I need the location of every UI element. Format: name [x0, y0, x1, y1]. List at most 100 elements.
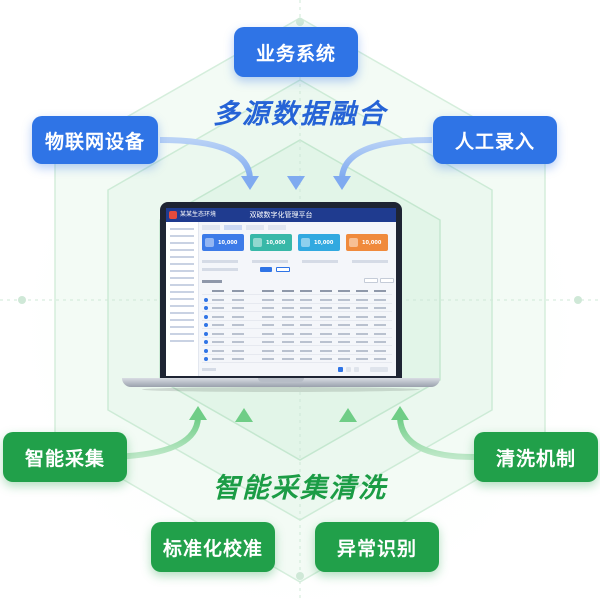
table-header-cell	[374, 290, 386, 292]
table-header-cell	[282, 290, 294, 292]
table-row	[202, 328, 392, 329]
sidebar-item	[170, 277, 194, 279]
table-cell	[262, 332, 274, 335]
table-row	[202, 294, 392, 295]
table-cell	[212, 349, 224, 352]
app-tab	[268, 225, 286, 230]
sidebar-item	[170, 249, 194, 251]
table-header-cell	[300, 290, 312, 292]
table-cell	[320, 358, 332, 360]
table-cell	[232, 349, 244, 352]
table-cell	[356, 324, 368, 326]
stat-card-icon	[205, 238, 214, 247]
table-cell	[320, 307, 332, 309]
table-cell	[320, 324, 332, 326]
table-row	[202, 345, 392, 346]
table-cell	[356, 332, 368, 335]
table-cell	[374, 341, 386, 343]
table-action-button	[380, 278, 394, 283]
reset-button	[276, 267, 290, 272]
app-topbar: 某某生态环境 双碳数字化管理平台	[166, 208, 396, 222]
stat-card-value: 10,000	[218, 240, 238, 246]
arrow-head-iot-device	[241, 176, 259, 190]
table-cell	[282, 341, 294, 343]
sidebar-item	[170, 263, 194, 265]
arrow-head-anomaly-detection	[339, 408, 357, 422]
manual-entry-box: 人工录入	[433, 116, 557, 164]
table-cell	[338, 332, 350, 335]
table-cell	[262, 315, 274, 318]
table-cell	[282, 332, 294, 335]
arrow-head-smart-collection	[189, 406, 207, 420]
row-status-icon	[204, 331, 208, 336]
table-cell	[212, 332, 224, 335]
app-tab	[202, 225, 220, 230]
filter-field	[202, 260, 238, 263]
table-cell	[212, 358, 224, 360]
sidebar-item	[170, 312, 194, 314]
arrow-from-iot-device	[159, 137, 253, 179]
sidebar-item	[170, 235, 194, 237]
table-row	[202, 302, 392, 304]
table-cell	[338, 298, 350, 301]
table-cell	[356, 349, 368, 352]
table-row	[202, 311, 392, 312]
table-cell	[282, 358, 294, 360]
stat-card-value: 10,000	[362, 240, 382, 246]
table-row	[202, 362, 392, 363]
table-cell	[356, 307, 368, 309]
standardization-box: 标准化校准	[151, 522, 275, 572]
table-cell	[338, 358, 350, 360]
table-cell	[374, 332, 386, 335]
app-sidebar	[166, 222, 199, 376]
table-cell	[356, 341, 368, 343]
table-action-button	[364, 278, 378, 283]
top-headline: 多源数据融合	[213, 99, 387, 130]
iot-device-box: 物联网设备	[32, 116, 158, 164]
table-cell	[232, 298, 244, 301]
app-tab	[246, 225, 264, 230]
sidebar-item	[170, 333, 194, 335]
filter-field	[352, 260, 388, 263]
table-cell	[338, 307, 350, 309]
table-header-cell	[338, 290, 350, 292]
table-header-cell	[262, 290, 274, 292]
table-cell	[374, 349, 386, 352]
table-cell	[232, 307, 244, 309]
table-cell	[212, 341, 224, 343]
pagination-jump	[370, 367, 388, 372]
stat-card-value: 10,000	[266, 240, 286, 246]
stat-card-value: 10,000	[314, 240, 334, 246]
table-cell	[232, 324, 244, 326]
table-cell	[320, 315, 332, 318]
filter-field	[252, 260, 288, 263]
table-cell	[262, 341, 274, 343]
table-cell	[338, 324, 350, 326]
table-cell	[374, 307, 386, 309]
stat-card-icon	[349, 238, 358, 247]
table-cell	[282, 298, 294, 301]
table-cell	[374, 315, 386, 318]
table-cell	[262, 298, 274, 301]
laptop-base	[122, 378, 440, 387]
table-cell	[320, 332, 332, 335]
cleaning-mechanism-box: 清洗机制	[474, 432, 598, 482]
row-status-icon	[204, 297, 208, 302]
row-status-icon	[204, 340, 208, 344]
table-cell	[300, 341, 312, 343]
app-main: 10,000 10,000 10,000 10,000	[198, 222, 396, 376]
table-cell	[300, 298, 312, 301]
app-brand: 某某生态环境	[180, 211, 217, 218]
table-cell	[282, 315, 294, 318]
table-cell	[356, 315, 368, 318]
table-header-cell	[212, 290, 224, 292]
laptop-notch	[258, 378, 304, 382]
sidebar-item	[170, 298, 194, 300]
table-cell	[232, 332, 244, 335]
sidebar-item	[170, 284, 194, 286]
table-row	[202, 353, 392, 355]
table-cell	[320, 349, 332, 352]
table-cell	[300, 358, 312, 360]
pagination-current	[338, 367, 343, 372]
